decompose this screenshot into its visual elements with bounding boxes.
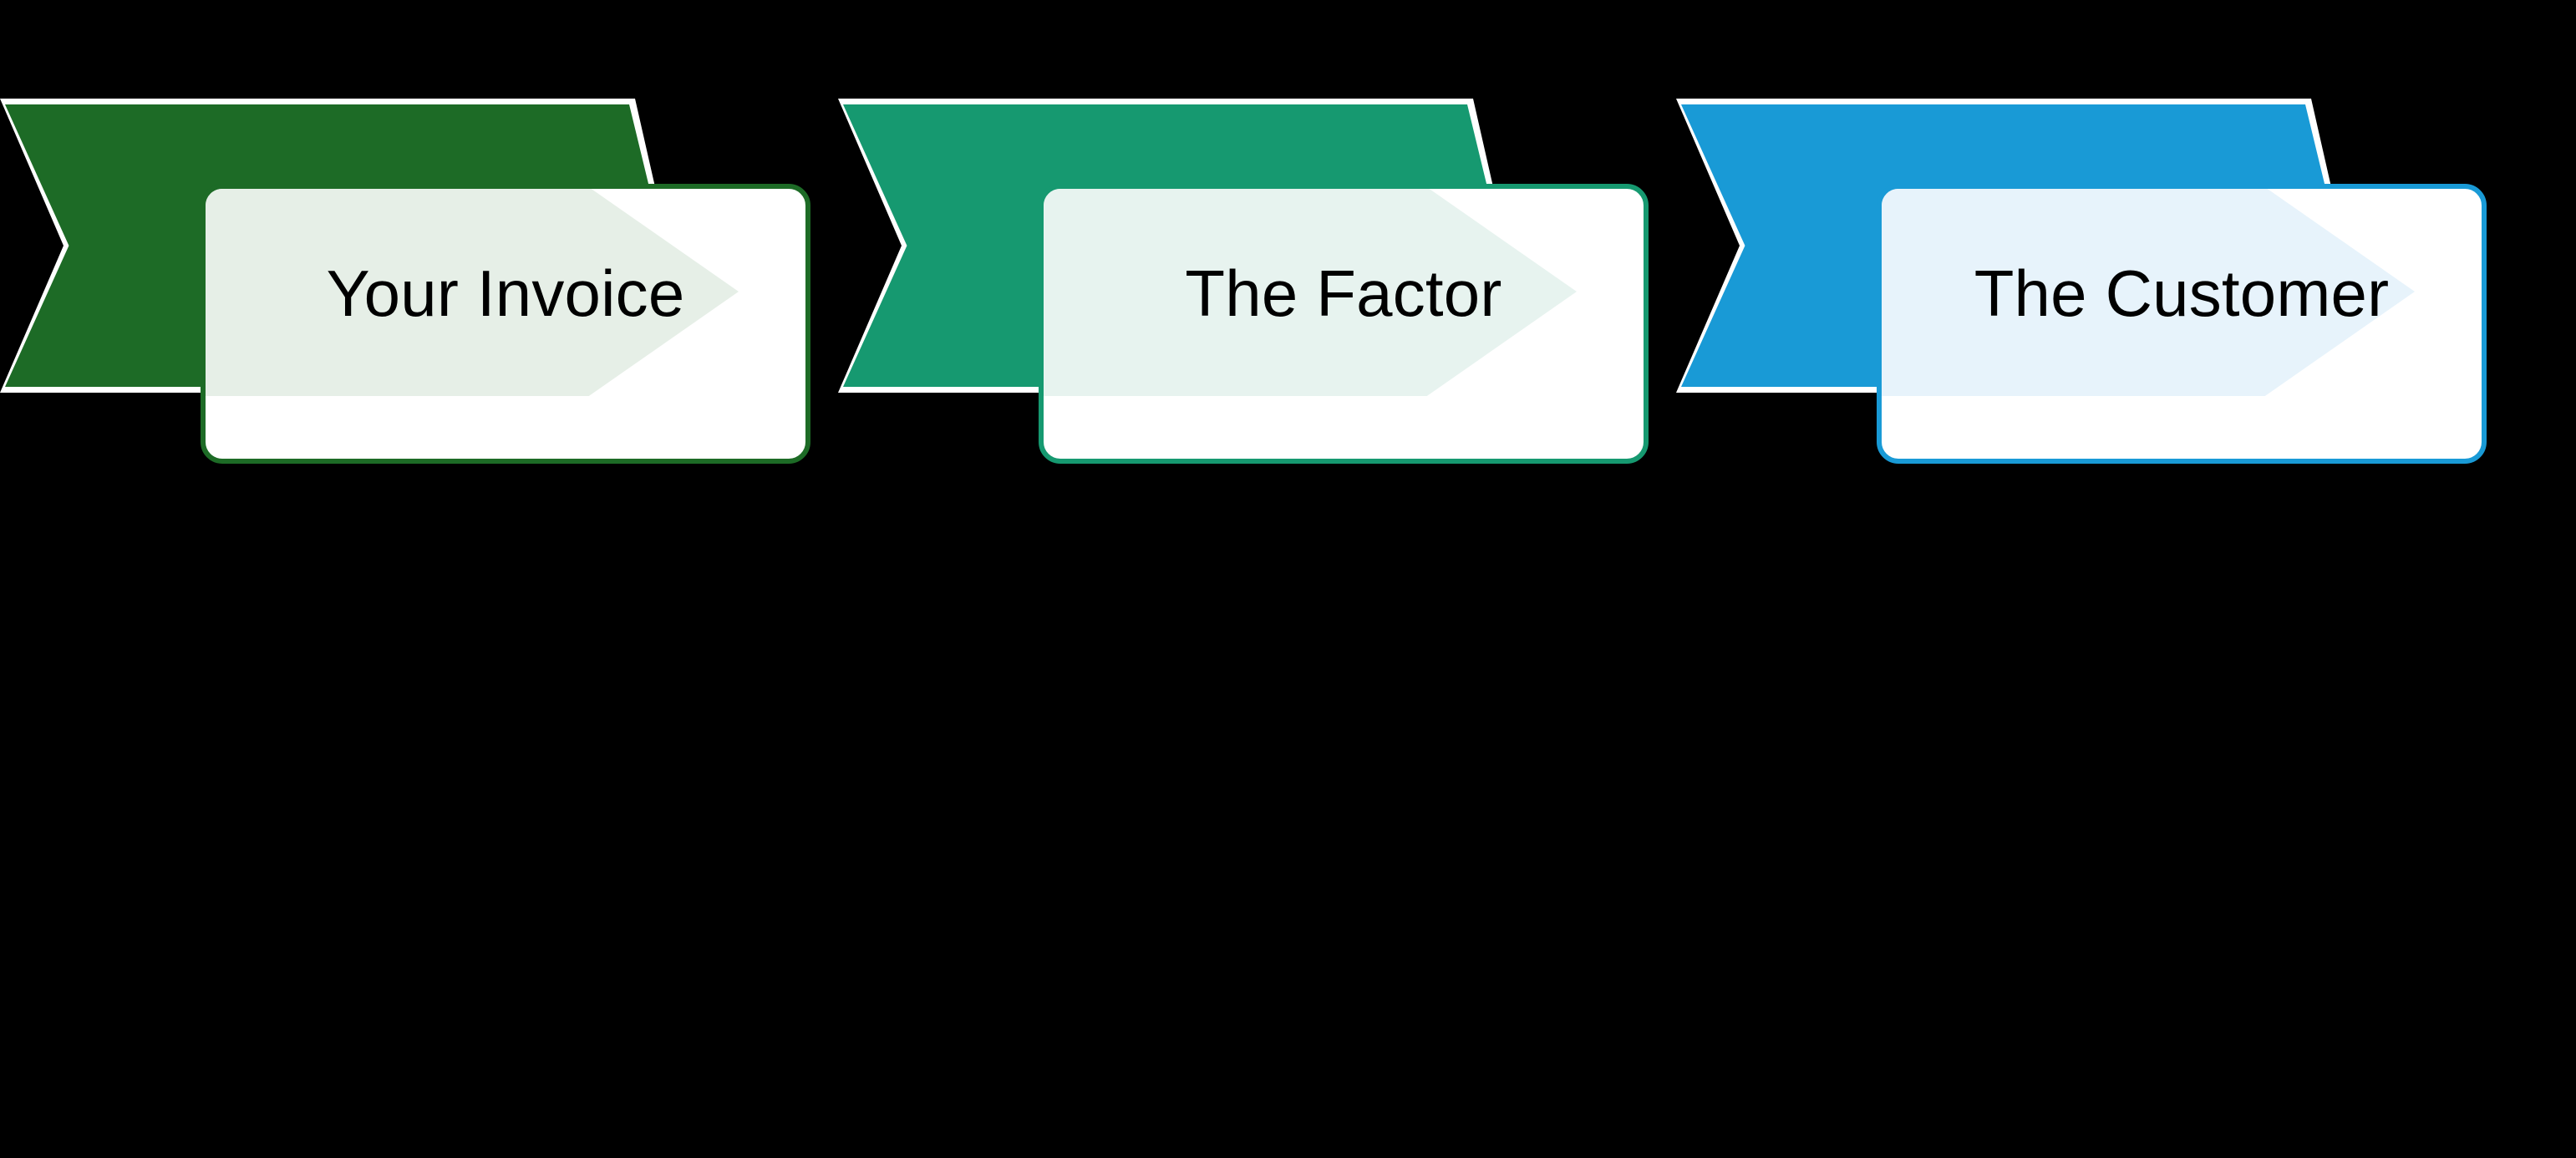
process-step-2[interactable]: The Factor [838,0,2175,518]
step-2-label: The Factor [1185,256,1502,330]
step-2-card[interactable]: The Factor [1039,184,1649,464]
step-1-label: Your Invoice [326,256,685,330]
process-step-1[interactable]: Your Invoice [0,0,1337,518]
step-1-card[interactable]: Your Invoice [201,184,810,464]
step-3-label: The Customer [1974,256,2390,330]
step-3-card[interactable]: The Customer [1877,184,2487,464]
process-step-3[interactable]: The Customer [1676,0,2576,518]
